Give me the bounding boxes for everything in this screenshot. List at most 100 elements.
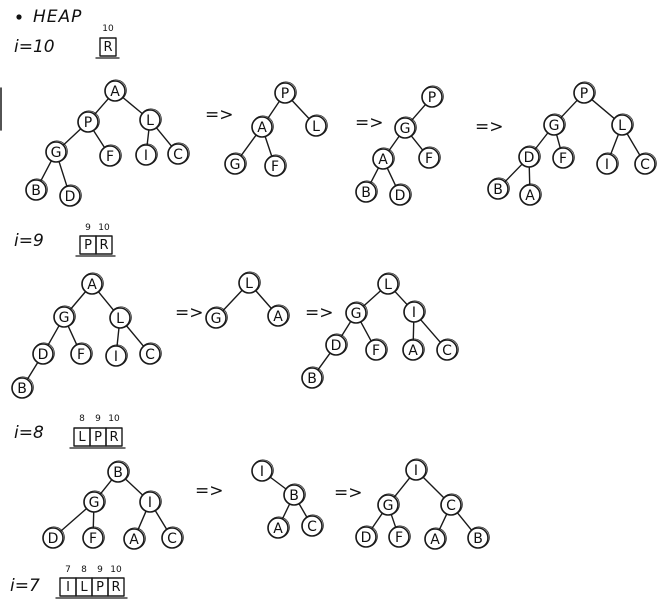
node-circle-sketch	[283, 483, 306, 506]
node-label: L	[116, 311, 124, 327]
node-circle-sketch	[377, 272, 400, 295]
tree-edge	[62, 128, 82, 146]
node-circle-sketch	[403, 300, 426, 323]
node-circle-sketch	[634, 152, 657, 175]
node-circle-sketch	[355, 525, 378, 548]
node-circle-sketch	[139, 490, 162, 513]
node-circle-sketch	[543, 113, 566, 136]
node-circle-sketch	[518, 145, 541, 168]
node-circle-sketch	[70, 342, 93, 365]
node-label: D	[38, 347, 49, 363]
node-label: B	[113, 465, 123, 481]
node-circle-sketch	[251, 459, 274, 482]
array-cell-index: 8	[81, 565, 87, 575]
node-label: A	[273, 309, 283, 325]
node-label: P	[84, 115, 92, 131]
tree-node-L: L	[139, 108, 162, 131]
tree-node-P: P	[77, 110, 100, 133]
array-cell-box	[99, 37, 117, 57]
node-circle-sketch	[238, 271, 261, 294]
node-label: B	[31, 183, 41, 199]
tree-edge	[360, 321, 372, 342]
tree-edge	[281, 503, 291, 520]
tree-node-B: B	[355, 180, 378, 203]
tree-edge	[264, 135, 273, 158]
tree-node-B: B	[107, 460, 130, 483]
tree-node-D: D	[518, 145, 541, 168]
tree-edge	[26, 361, 39, 381]
node-label: I	[144, 148, 148, 164]
tree-edge	[369, 167, 380, 184]
tree-edge	[291, 99, 310, 120]
node-circle-sketch	[135, 143, 158, 166]
node-label: A	[110, 84, 120, 100]
node-label: D	[524, 150, 535, 166]
node-circle-sketch	[264, 154, 287, 177]
tree-edge	[154, 509, 168, 531]
node-label: L	[384, 277, 392, 293]
node-circle-sketch	[123, 527, 146, 550]
tree-node-G: G	[205, 306, 228, 329]
array-cell-index: 9	[97, 565, 103, 575]
array-cell-box	[95, 235, 113, 255]
transform-arrow: =>	[205, 105, 234, 125]
node-circle-sketch	[109, 306, 132, 329]
node-circle-sketch	[301, 514, 324, 537]
tree-edge	[410, 135, 424, 151]
tree-node-F: F	[365, 338, 388, 361]
node-circle-sketch	[161, 526, 184, 549]
node-circle-sketch	[167, 142, 190, 165]
tree-node-D: D	[59, 184, 82, 207]
tree-node-I: I	[405, 458, 428, 481]
node-label: G	[383, 498, 394, 514]
node-label: F	[77, 347, 85, 363]
tree-edge	[69, 290, 87, 311]
node-circle-sketch	[81, 272, 104, 295]
array-cell-index: 9	[85, 223, 91, 233]
array-cell-value: L	[78, 430, 86, 445]
node-circle-sketch	[345, 301, 368, 324]
tree-node-L: L	[238, 271, 261, 294]
transform-arrow: =>	[305, 303, 334, 323]
node-circle-sketch	[83, 490, 106, 513]
node-circle-sketch	[274, 81, 297, 104]
tree-node-D: D	[42, 526, 65, 549]
tree-edge	[254, 289, 273, 310]
node-label: A	[129, 532, 139, 548]
tree-node-P: P	[421, 85, 444, 108]
node-circle-sketch	[372, 147, 395, 170]
node-circle-sketch	[251, 115, 274, 138]
tree-node-G: G	[543, 113, 566, 136]
tree-edge	[393, 477, 411, 498]
array-cell-value: R	[103, 40, 112, 55]
tree-edge	[99, 479, 113, 495]
node-label: D	[65, 189, 76, 205]
node-label: I	[412, 305, 416, 321]
heap-tree: LG A	[205, 271, 290, 329]
transform-arrow: =>	[334, 483, 363, 503]
tree-node-L: L	[377, 272, 400, 295]
tree-node-D: D	[355, 525, 378, 548]
node-circle-sketch	[42, 526, 65, 549]
tree-node-F: F	[70, 342, 93, 365]
step-label: i=7	[10, 576, 40, 596]
node-circle-sketch	[224, 152, 247, 175]
node-label: A	[430, 532, 440, 548]
tree-edge	[269, 476, 287, 490]
tree-edge	[370, 512, 384, 530]
node-label: F	[395, 530, 403, 546]
node-circle-sketch	[205, 306, 228, 329]
node-label: L	[618, 118, 626, 134]
tree-node-F: F	[418, 146, 441, 169]
tree-edge	[438, 513, 448, 531]
node-label: D	[395, 188, 406, 204]
tree-edge	[155, 127, 173, 147]
node-label: G	[51, 145, 62, 161]
node-label: F	[425, 151, 433, 167]
tree-edge	[124, 478, 144, 496]
